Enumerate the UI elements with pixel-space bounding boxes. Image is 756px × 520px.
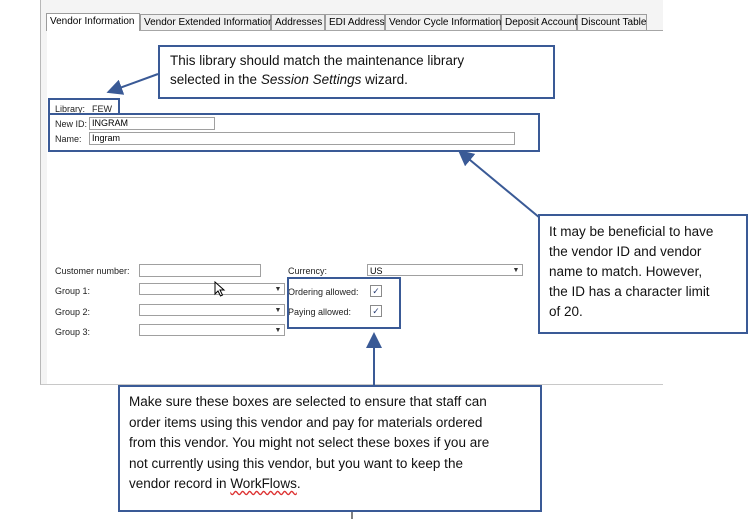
customer-number-field[interactable] xyxy=(139,264,261,277)
tab-vendor-extended-information[interactable]: Vendor Extended Information xyxy=(140,14,274,30)
group1-dropdown[interactable]: ▼ xyxy=(139,283,285,295)
callout-vendor-id-line: name to match. However, xyxy=(549,264,703,279)
callout-library-line2: selected in the Session Settings wizard. xyxy=(170,72,408,87)
group1-label: Group 1: xyxy=(55,286,91,296)
tab-deposit-account[interactable]: Deposit Account xyxy=(501,14,577,30)
new-id-label: New ID: xyxy=(55,119,88,129)
checkmark-icon: ✓ xyxy=(372,286,380,296)
tab-addresses[interactable]: Addresses xyxy=(271,14,325,30)
callout-library-line1: This library should match the maintenanc… xyxy=(170,53,465,68)
group2-dropdown[interactable]: ▼ xyxy=(139,304,285,316)
new-id-field[interactable]: INGRAM xyxy=(89,117,215,130)
tab-vendor-information[interactable]: Vendor Information xyxy=(46,13,140,31)
session-settings-emphasis: Session Settings xyxy=(260,72,362,87)
checkmark-icon: ✓ xyxy=(372,306,380,316)
callout-library: This library should match the maintenanc… xyxy=(158,45,555,99)
chevron-down-icon: ▼ xyxy=(274,327,282,334)
checkbox-highlight-box xyxy=(287,277,401,329)
group2-label: Group 2: xyxy=(55,307,91,317)
currency-label: Currency: xyxy=(288,266,328,276)
arrow-id-name xyxy=(457,149,541,219)
callout-checkboxes-line: order items using this vendor and pay fo… xyxy=(129,414,483,430)
workflows-word: WorkFlows xyxy=(230,476,297,491)
id-name-highlight-box xyxy=(48,113,540,152)
ordering-allowed-label: Ordering allowed: xyxy=(288,287,359,297)
chevron-down-icon: ▼ xyxy=(512,267,520,274)
callout-vendor-id-line: of 20. xyxy=(549,304,583,319)
tab-vendor-cycle-information[interactable]: Vendor Cycle Information xyxy=(385,14,501,30)
paying-allowed-label: Paying allowed: xyxy=(288,307,352,317)
callout-checkboxes-line: Make sure these boxes are selected to en… xyxy=(129,394,487,409)
callout-checkboxes-line: vendor record in WorkFlows. xyxy=(129,476,301,491)
currency-dropdown[interactable]: US ▼ xyxy=(367,264,523,276)
chevron-down-icon: ▼ xyxy=(274,286,282,293)
group3-label: Group 3: xyxy=(55,327,91,337)
mouse-pointer-icon xyxy=(214,281,226,297)
callout-checkboxes-line: from this vendor. You might not select t… xyxy=(129,435,490,450)
name-field[interactable]: Ingram xyxy=(89,132,515,145)
callout-vendor-id-line: the ID has a character limit xyxy=(549,284,710,299)
tab-discount-table[interactable]: Discount Table xyxy=(577,14,647,30)
currency-value: US xyxy=(370,266,383,276)
customer-number-label: Customer number: xyxy=(55,266,130,276)
ordering-allowed-checkbox[interactable]: ✓ xyxy=(370,285,382,297)
arrow-library xyxy=(106,73,159,95)
library-label: Library: xyxy=(55,104,86,114)
tab-edi-address[interactable]: EDI Address xyxy=(325,14,385,30)
callout-vendor-id-line: It may be beneficial to have xyxy=(549,224,714,239)
paying-allowed-checkbox[interactable]: ✓ xyxy=(370,305,382,317)
chevron-down-icon: ▼ xyxy=(274,307,282,314)
group3-dropdown[interactable]: ▼ xyxy=(139,324,285,336)
callout-vendor-id-line: the vendor ID and vendor xyxy=(549,244,702,259)
callout-checkboxes-line: not currently using this vendor, but you… xyxy=(129,455,463,471)
name-label: Name: xyxy=(55,134,82,144)
callout-vendor-id: It may be beneficial to have the vendor … xyxy=(538,214,748,334)
library-value: FEW xyxy=(92,104,112,114)
callout-checkboxes: Make sure these boxes are selected to en… xyxy=(118,385,542,512)
